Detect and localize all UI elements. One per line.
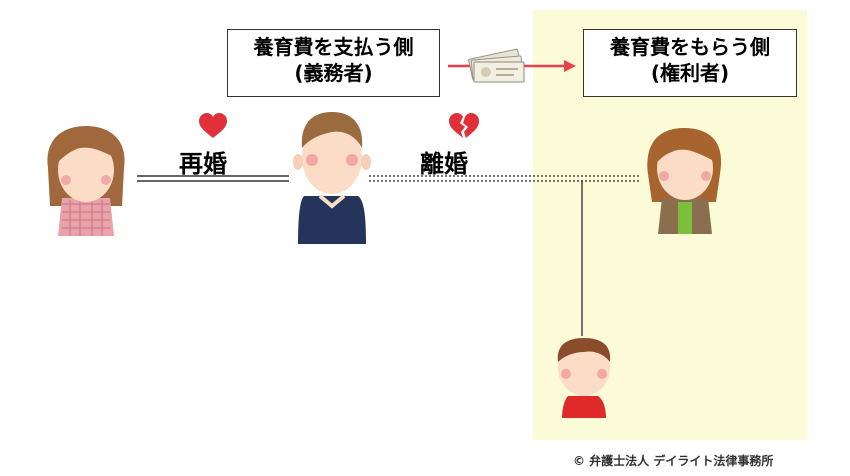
heart-icon — [199, 113, 227, 138]
remarriage-line — [137, 175, 289, 182]
divorce-line — [369, 175, 640, 182]
copyright-text: © 弁護士法人 デイライト法律事務所 — [573, 454, 774, 468]
payer-subtitle: (義務者) — [294, 61, 373, 85]
payer-figure — [293, 112, 371, 244]
child-figure — [557, 338, 611, 418]
payee-title: 養育費をもらう側 — [610, 35, 770, 59]
new-spouse-figure — [47, 126, 125, 236]
arrow-right-icon — [448, 60, 576, 72]
payee-subtitle: (権利者) — [650, 61, 730, 85]
payee-figure — [647, 128, 722, 234]
remarriage-label: 再婚 — [179, 150, 227, 178]
payee-label-box: 養育費をもらう側 (権利者) — [583, 29, 797, 97]
divorce-label: 離婚 — [420, 150, 468, 178]
payer-label-box: 養育費を支払う側 (義務者) — [227, 29, 440, 97]
broken-heart-icon — [449, 113, 479, 138]
payer-title: 養育費を支払う側 — [253, 35, 414, 59]
money-icon — [468, 48, 525, 83]
